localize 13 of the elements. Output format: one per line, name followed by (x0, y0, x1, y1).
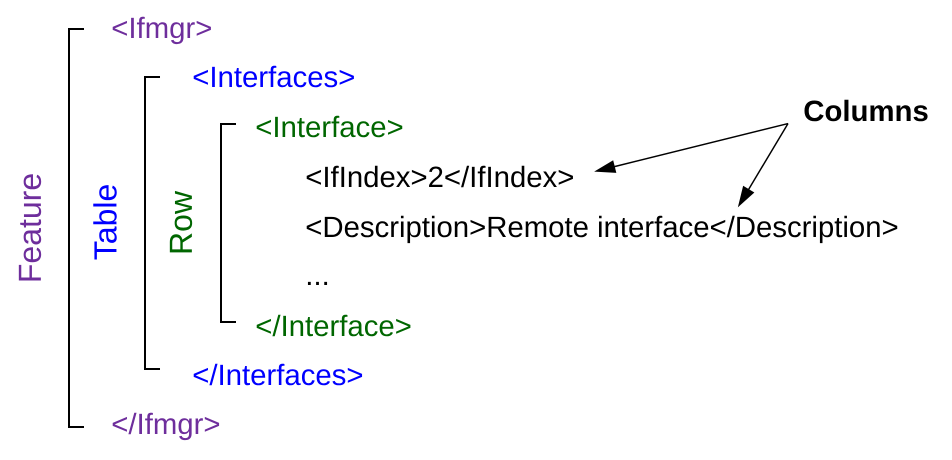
xml-tag: </Ifmgr> (112, 412, 220, 440)
bracket-label: Feature (18, 174, 42, 280)
ellipsis: ... (308, 282, 328, 285)
xml-tag: <Interface> (256, 116, 402, 138)
xml-tag: </Interfaces> (194, 364, 362, 386)
xml-tag: <Ifmgr> (112, 16, 211, 44)
xml-tag: <Interfaces> (194, 66, 354, 88)
callout-label: Columns (804, 100, 928, 122)
xml-element: <IfIndex>2</IfIndex> (306, 166, 573, 188)
xml-tag: </Interface> (256, 314, 410, 336)
bracket-label: Table (93, 185, 117, 260)
xml-element: <Description>Remote interface</Description> (306, 216, 898, 244)
bracket-label: Row (170, 190, 192, 252)
